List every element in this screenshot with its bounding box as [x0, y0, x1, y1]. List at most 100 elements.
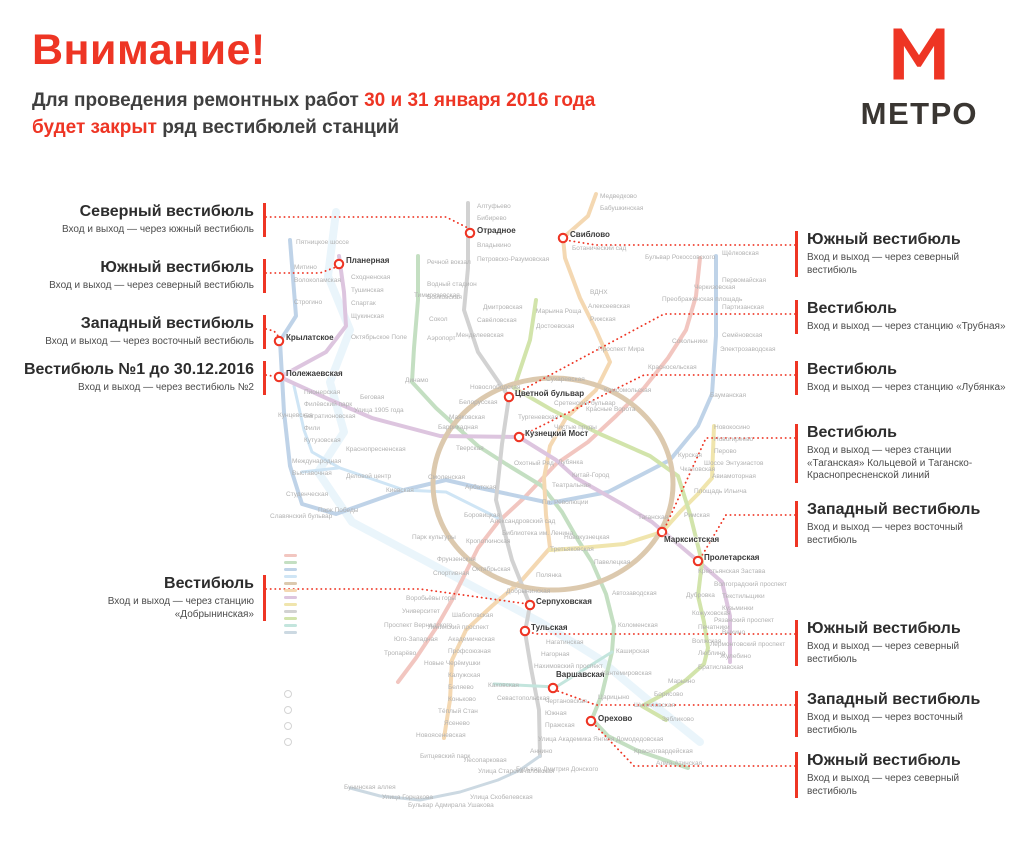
callout-title: Западный вестибюль [807, 691, 981, 708]
metro-line-kalininskaya [548, 424, 716, 552]
callout-subtitle: Вход и выход — через восточный вестибюль [807, 522, 964, 546]
callout-marker-bar [263, 203, 266, 237]
metro-line-butovskaya [348, 754, 542, 802]
metro-logo-text: МЕТРО [860, 96, 978, 131]
callout-subtitle: Вход и выход — через северный вестибюль [807, 641, 960, 665]
closed-station-marker [656, 526, 668, 538]
callout-marker-bar [795, 300, 798, 334]
callout-title: Южный вестибюль [807, 231, 961, 248]
callout-marker-bar [263, 259, 266, 293]
callout-title: Вестибюль [807, 300, 897, 317]
callout-subtitle: Вход и выход — через северный вестибюль [807, 252, 960, 276]
callout-marker-bar [795, 620, 798, 667]
callout-title: Вестибюль [164, 575, 254, 592]
callout-marker-bar [795, 424, 798, 483]
callout-subtitle: Вход и выход — через вестибюль №2 [78, 382, 254, 394]
callout-title: Северный вестибюль [79, 203, 254, 220]
callout-subtitle: Вход и выход — через станцию «Трубная» [807, 321, 1006, 333]
closed-station-marker [547, 682, 559, 694]
metro-line-filyovskaya [292, 384, 500, 520]
metro-line-moskva-river [314, 208, 704, 746]
callout-connector-line [663, 437, 796, 531]
callout-subtitle: Вход и выход — через восточный вестибюль [807, 712, 964, 736]
closed-station-marker [464, 227, 476, 239]
closed-station-marker [503, 391, 515, 403]
callout-title: Южный вестибюль [807, 752, 961, 769]
subtitle-highlight: будет закрыт [32, 117, 157, 138]
metro-m-icon [893, 28, 945, 80]
callout-subtitle: Вход и выход — через станцию «Добрынинск… [107, 596, 254, 620]
callout-marker-bar [263, 575, 266, 622]
callout-subtitle: Вход и выход — через станцию «Лубянка» [807, 382, 1006, 394]
callout-marker-bar [795, 752, 798, 799]
callout-subtitle: Вход и выход — через восточный вестибюль [45, 336, 254, 348]
subtitle-text: ряд вестибюлей станций [156, 117, 400, 138]
callout-connector-line [699, 514, 796, 560]
page-title: Внимание! [32, 26, 266, 74]
callout-subtitle: Вход и выход — через южный вестибюль [61, 224, 254, 236]
metro-line-koltsevaya [430, 375, 676, 593]
subtitle-highlight: 30 и 31 января 2016 года [364, 90, 596, 111]
closed-station-marker [524, 599, 536, 611]
callout-title: Вестибюль №1 до 30.12.2016 [23, 361, 254, 378]
metro-line-zamoskvoretskaya [410, 254, 690, 770]
callout-title: Южный вестибюль [807, 620, 961, 637]
header: Внимание! Для проведения ремонтных работ… [32, 26, 595, 141]
metro-lines-layer [278, 192, 732, 802]
metro-line-arbatsko-pokrovskaya [278, 238, 718, 516]
callout-marker-bar [263, 361, 266, 395]
subtitle-line: будет закрыт ряд вестибюлей станций [32, 114, 595, 141]
callout-title: Западный вестибюль [807, 501, 981, 518]
callout-subtitle: Вход и выход — через северный вестибюль [49, 280, 254, 292]
callout-marker-bar [795, 361, 798, 395]
closed-station-marker [513, 431, 525, 443]
metro-line-serpukhovsko-timiryazevskaya [462, 201, 542, 758]
callout-connector-line [592, 722, 796, 767]
callout-connector-line [554, 689, 796, 706]
callout-title: Южный вестибюль [100, 259, 254, 276]
closed-station-marker [273, 335, 285, 347]
metro-line-kaluzhsko-rizhskaya [442, 192, 612, 740]
callout-title: Вестибюль [807, 424, 897, 441]
closed-station-marker [333, 258, 345, 270]
callout-title: Западный вестибюль [80, 315, 254, 332]
closed-station-marker [519, 625, 531, 637]
callout-marker-bar [795, 231, 798, 278]
callout-connector-line [265, 588, 529, 605]
subtitle: Для проведения ремонтных работ 30 и 31 я… [32, 87, 595, 141]
callout-marker-bar [795, 501, 798, 548]
callout-subtitle: Вход и выход — через станции «Таганская»… [807, 445, 973, 482]
closed-station-marker [585, 715, 597, 727]
subtitle-text: Для проведения ремонтных работ [32, 90, 365, 111]
metro-logo: МЕТРО [861, 28, 978, 132]
callout-marker-bar [795, 691, 798, 738]
callout-title: Вестибюль [807, 361, 897, 378]
callout-connector-line [526, 631, 796, 635]
callout-connector-line [564, 239, 796, 246]
closed-station-marker [557, 232, 569, 244]
callout-connector-line [265, 216, 471, 230]
